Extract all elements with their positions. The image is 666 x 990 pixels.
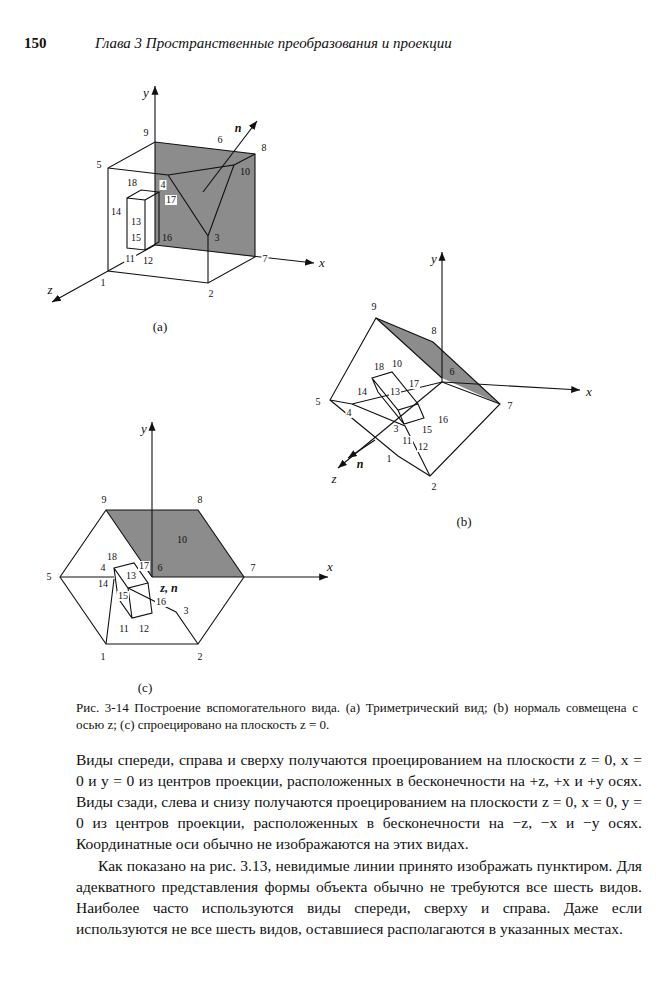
vertex-number: 1 [386,454,393,464]
hexagon-outline [60,510,244,644]
vertex-number: 10 [239,167,251,177]
vertex-number: 17 [138,561,150,571]
axis-label: x [318,256,326,269]
vertex-number: 13 [130,217,142,227]
body-paragraph: Как показано на рис. 3.13, невидимые лин… [76,855,642,939]
vertex-number: 15 [130,233,142,243]
vertex-number: 8 [197,495,204,505]
axis-label: y [430,252,438,265]
vertex-number: 3 [183,606,190,616]
figure-c [60,422,328,644]
vertex-number: 5 [46,572,53,582]
running-head: Глава 3 Пространственные преобразования … [95,36,452,51]
vertex-number: 1 [100,652,107,662]
vertex-number: 7 [507,401,514,411]
z-axis [338,382,442,468]
figure-a [52,86,314,302]
subfigure-label: (c) [137,681,153,694]
vertex-number: 14 [97,579,109,589]
vertex-number: 3 [393,424,400,434]
cube-edges [60,510,198,644]
figure-caption: Рис. 3-14 Построение вспомогательного ви… [76,699,638,733]
normal-label: n [234,122,243,134]
vertex-number: 16 [155,597,167,607]
vertex-number: 4 [100,563,107,573]
vertex-number: 8 [431,326,438,336]
vertex-number: 10 [176,535,188,545]
vertex-number: 10 [391,359,403,369]
vertex-number: 2 [208,289,215,299]
small-prism [114,563,152,618]
vertex-number: 5 [96,160,103,170]
vertex-number: 12 [138,624,150,634]
vertex-number: 15 [421,425,433,435]
vertex-number: 3 [214,233,221,243]
vertex-number: 11 [401,436,413,446]
z-axis [52,245,155,302]
y-axis [151,422,152,577]
vertex-number: 9 [101,495,108,505]
vertex-number: 2 [197,652,204,662]
cube-edges [330,318,500,476]
subfigure-label: (b) [455,515,472,528]
vertex-number: 9 [143,128,150,138]
vertex-number: 8 [261,143,268,153]
vertex-number: 4 [346,408,353,418]
vertex-number: 14 [110,207,122,217]
vertex-number: 13 [125,571,137,581]
y-axis [154,86,155,245]
vertex-number: 17 [408,379,420,389]
vertex-number: 6 [217,135,224,145]
vertex-number: 14 [356,387,368,397]
normal-label: z, n [159,582,178,594]
vertex-number: 12 [142,256,154,266]
cube-edges [108,154,255,283]
shaded-face [106,510,244,577]
small-prism [127,190,159,250]
subfigure-label: (a) [152,320,168,333]
axis-label: x [326,560,334,573]
axis-label: y [140,422,148,435]
page-number: 150 [24,36,47,51]
vertex-number: 6 [157,563,164,573]
shaded-face [155,142,255,257]
y-axis [441,252,442,382]
x-axis [152,576,328,577]
vertex-number: 18 [373,362,385,372]
small-prism [372,372,424,424]
vertex-number: 18 [126,178,138,188]
axis-label: z [46,283,53,296]
cube-outline [330,318,500,476]
vertex-number: 15 [117,591,129,601]
axis-label: y [142,86,150,99]
vertex-number: 16 [161,233,173,243]
vertex-number: 13 [389,387,401,397]
vertex-number: 4 [160,180,167,190]
normal-label: n [356,458,365,470]
vertex-number: 9 [371,302,378,312]
vertex-number: 16 [437,415,449,425]
normal-vector [348,440,375,458]
shaded-face [376,318,500,404]
vertex-number: 17 [165,195,177,205]
vertex-number: 12 [417,442,429,452]
figure-b [330,252,580,476]
vertex-number: 1 [100,278,107,288]
cube-outline [108,142,255,283]
vertex-number: 11 [124,254,136,264]
axis-label: x [585,385,593,398]
vertex-number: 7 [262,254,269,264]
vertex-number: 2 [431,482,438,492]
vertex-number: 6 [449,367,456,377]
axis-label: z [330,472,337,485]
x-axis [155,245,314,263]
vertex-number: 5 [315,397,322,407]
vertex-number: 11 [118,624,130,634]
body-paragraph: Виды спереди, справа и сверху получаются… [76,749,642,854]
vertex-number: 18 [106,552,118,562]
x-axis [442,382,580,390]
vertex-number: 7 [250,563,257,573]
normal-vector [203,121,257,192]
